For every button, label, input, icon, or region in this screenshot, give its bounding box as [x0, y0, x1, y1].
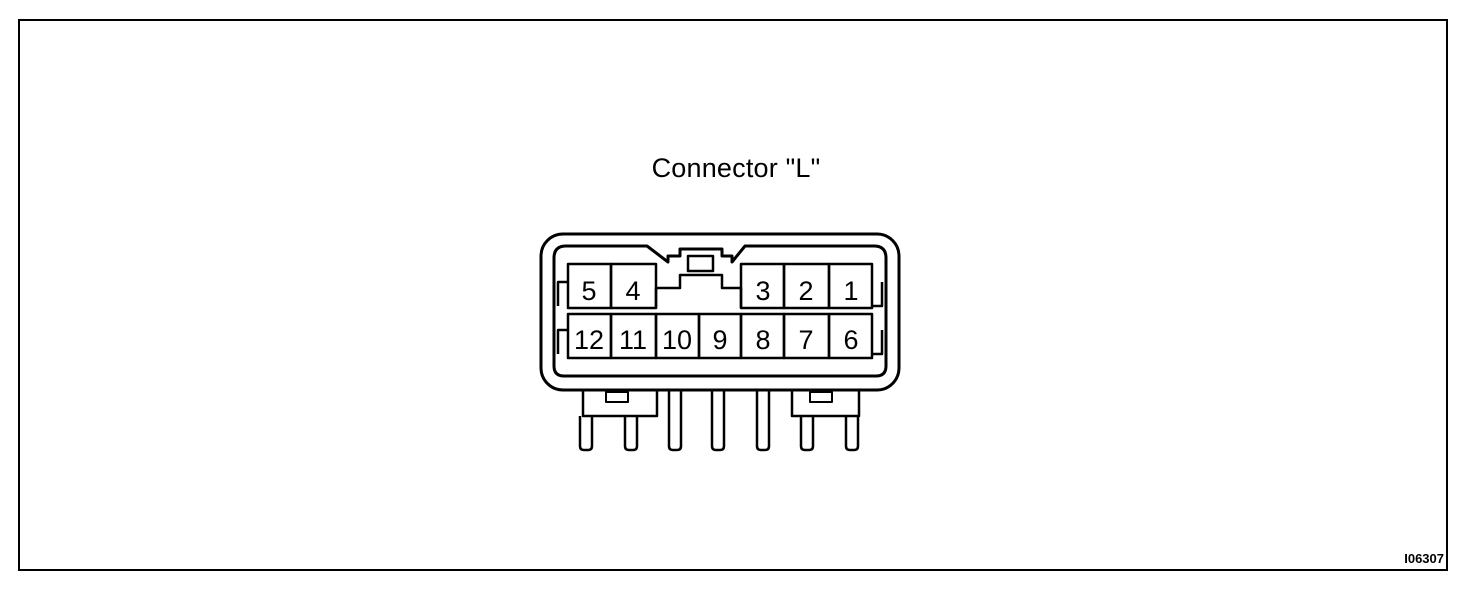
lock-tab	[686, 254, 715, 273]
rear-bracket-left	[581, 390, 659, 418]
left-latch-top	[556, 280, 568, 306]
left-latch-bottom	[556, 328, 568, 354]
pin-label-12: 12	[574, 325, 604, 355]
connector-housing-outer	[539, 232, 901, 392]
terminal-leg	[623, 416, 639, 452]
pin-label-6: 6	[843, 325, 858, 355]
right-latch-top	[872, 282, 884, 308]
connector-housing-inner	[552, 244, 888, 378]
pin-cavity-1	[827, 262, 874, 310]
pin-label-8: 8	[755, 325, 770, 355]
terminal-leg	[578, 416, 594, 452]
pin-label-3: 3	[755, 276, 770, 306]
pin-label-10: 10	[662, 325, 692, 355]
pin-label-4: 4	[625, 276, 640, 306]
connector-title: Connector "L"	[651, 153, 821, 183]
rear-bracket-right-tab	[809, 391, 833, 403]
rear-bracket-right	[790, 390, 861, 418]
right-latch-bottom	[872, 330, 884, 356]
terminal-leg	[799, 416, 815, 452]
terminal-leg	[710, 390, 726, 452]
rear-bracket-left-tab	[605, 391, 629, 403]
pin-cavity-4	[609, 262, 658, 310]
pin-cavity-6	[827, 312, 874, 360]
pin-label-7: 7	[798, 325, 813, 355]
figure-id: I06307	[1404, 551, 1444, 566]
figure-frame	[18, 19, 1448, 571]
terminal-leg	[755, 390, 771, 452]
center-key	[654, 273, 743, 308]
pin-label-9: 9	[712, 325, 727, 355]
pin-label-5: 5	[581, 276, 596, 306]
terminal-leg	[844, 416, 860, 452]
pin-label-1: 1	[843, 276, 858, 306]
pin-label-11: 11	[619, 325, 647, 355]
pin-label-2: 2	[798, 276, 813, 306]
terminal-leg	[667, 390, 683, 452]
